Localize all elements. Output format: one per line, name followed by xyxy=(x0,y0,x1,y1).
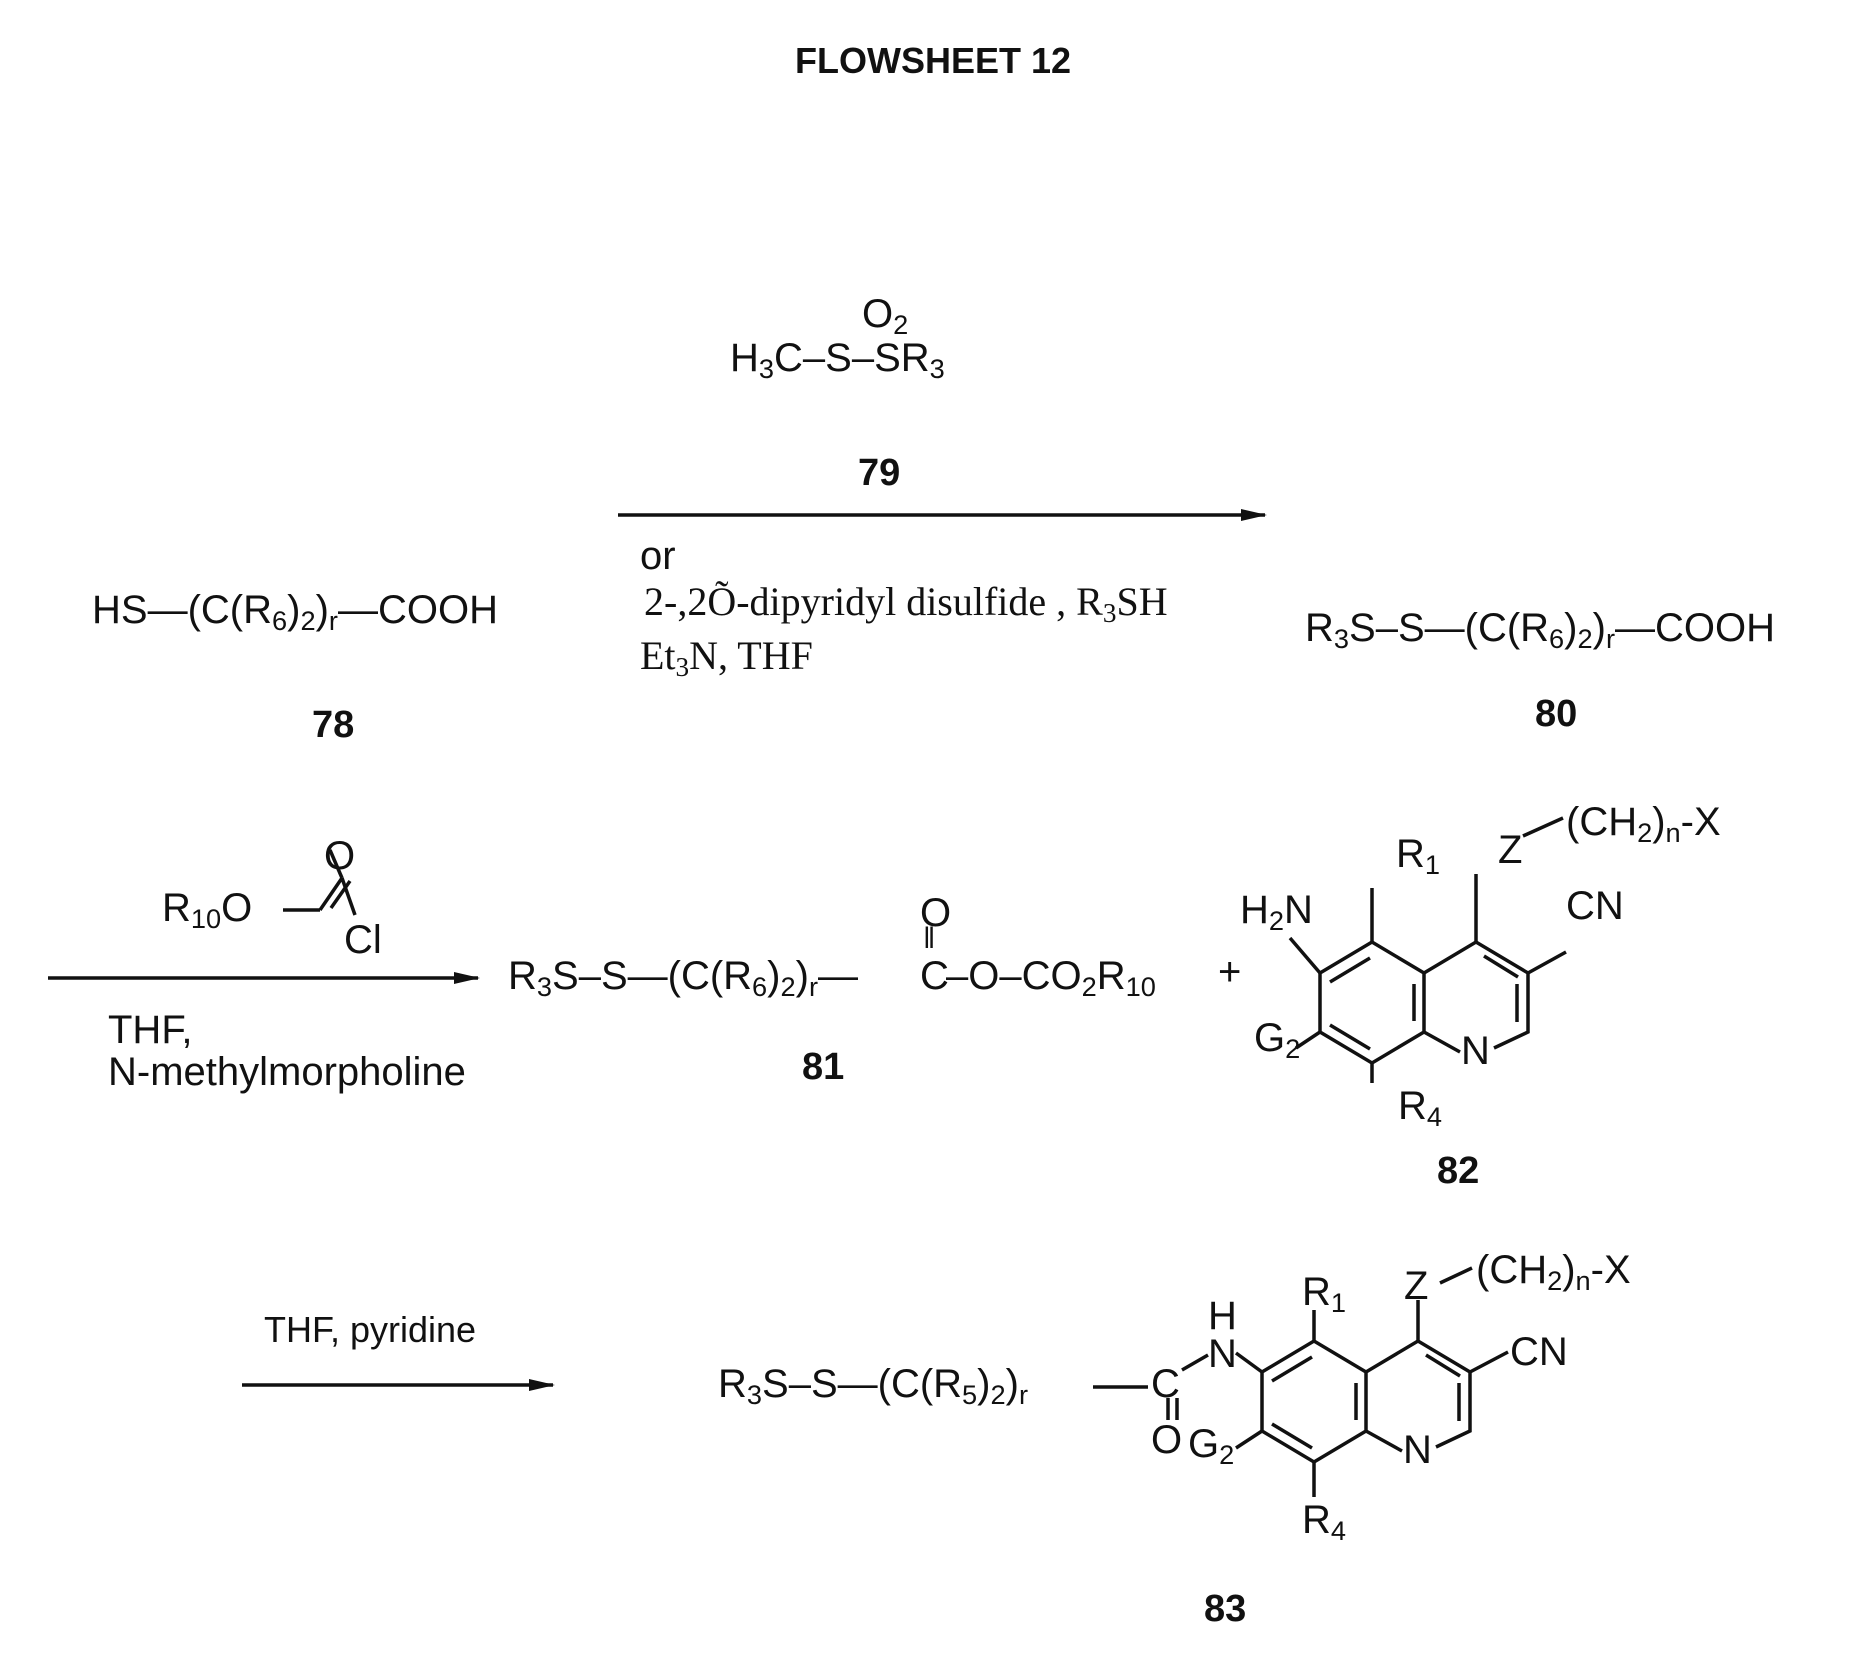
compound-82-G2: G2 xyxy=(1254,1018,1300,1062)
reagent-79-oxygen: O2 xyxy=(862,294,908,338)
step1-or: or xyxy=(640,536,676,576)
step1-conditions-line2: Et3N, THF xyxy=(640,636,813,681)
compound-83-amide-H: H xyxy=(1208,1296,1237,1336)
compound-83-R4: R4 xyxy=(1302,1500,1346,1544)
plus-sign: + xyxy=(1218,952,1241,992)
compound-81-left: R3S–S—(C(R6)2)r— xyxy=(508,956,858,1000)
chloroformate-oxygen: O xyxy=(324,836,355,876)
compound-83-carbonyl-oxygen: O xyxy=(1151,1420,1182,1460)
compound-82-ring-N: N xyxy=(1461,1031,1490,1071)
compound-82-R1: R1 xyxy=(1396,834,1440,878)
chloroformate-R10O: R10O xyxy=(162,888,252,932)
compound-81-carbonyl-carbon: C xyxy=(920,956,949,996)
compound-82-side-chain: (CH2)n-X xyxy=(1566,802,1721,846)
compound-83-Z: Z xyxy=(1404,1266,1428,1306)
compound-80-formula: R3S–S—(C(R6)2)r—COOH xyxy=(1305,608,1775,652)
compound-83-carbonyl-carbon: C xyxy=(1151,1364,1180,1404)
compound-83-left: R3S–S—(C(R5)2)r xyxy=(718,1364,1028,1408)
compound-83-ring-N: N xyxy=(1403,1430,1432,1470)
compound-82-Z: Z xyxy=(1498,830,1522,870)
step2-conditions-line1: THF, xyxy=(108,1010,192,1050)
quinoline-83-rings xyxy=(1236,1268,1508,1497)
reagent-79-formula: H3C–S–SR3 xyxy=(730,338,945,382)
step2-conditions-line2: N-methylmorpholine xyxy=(108,1052,466,1092)
compound-83-R1: R1 xyxy=(1302,1272,1346,1316)
compound-78-formula: HS—(C(R6)2)r—COOH xyxy=(92,590,498,634)
step1-conditions-line1: 2-,2Õ-dipyridyl disulfide , R3SH xyxy=(644,582,1168,627)
compound-83-side-chain: (CH2)n-X xyxy=(1476,1250,1631,1294)
compound-82-H2N: H2N xyxy=(1240,890,1313,934)
compound-82-R4: R4 xyxy=(1398,1086,1442,1130)
compound-83-amide-N: N xyxy=(1208,1334,1237,1374)
compound-number-78: 78 xyxy=(312,704,354,747)
compound-number-79: 79 xyxy=(858,452,900,495)
compound-number-83: 83 xyxy=(1204,1588,1246,1631)
compound-81-carbonyl-double-bond: ‖ xyxy=(923,924,935,954)
compound-83-CN: CN xyxy=(1510,1332,1568,1372)
chloroformate-chlorine: Cl xyxy=(344,920,382,960)
step3-conditions: THF, pyridine xyxy=(264,1312,476,1348)
compound-number-82: 82 xyxy=(1437,1150,1479,1193)
compound-number-81: 81 xyxy=(802,1046,844,1089)
compound-82-CN: CN xyxy=(1566,886,1624,926)
compound-number-80: 80 xyxy=(1535,693,1577,736)
compound-81-right: –O–CO2R10 xyxy=(946,956,1156,1000)
compound-83-G2: G2 xyxy=(1188,1424,1234,1468)
